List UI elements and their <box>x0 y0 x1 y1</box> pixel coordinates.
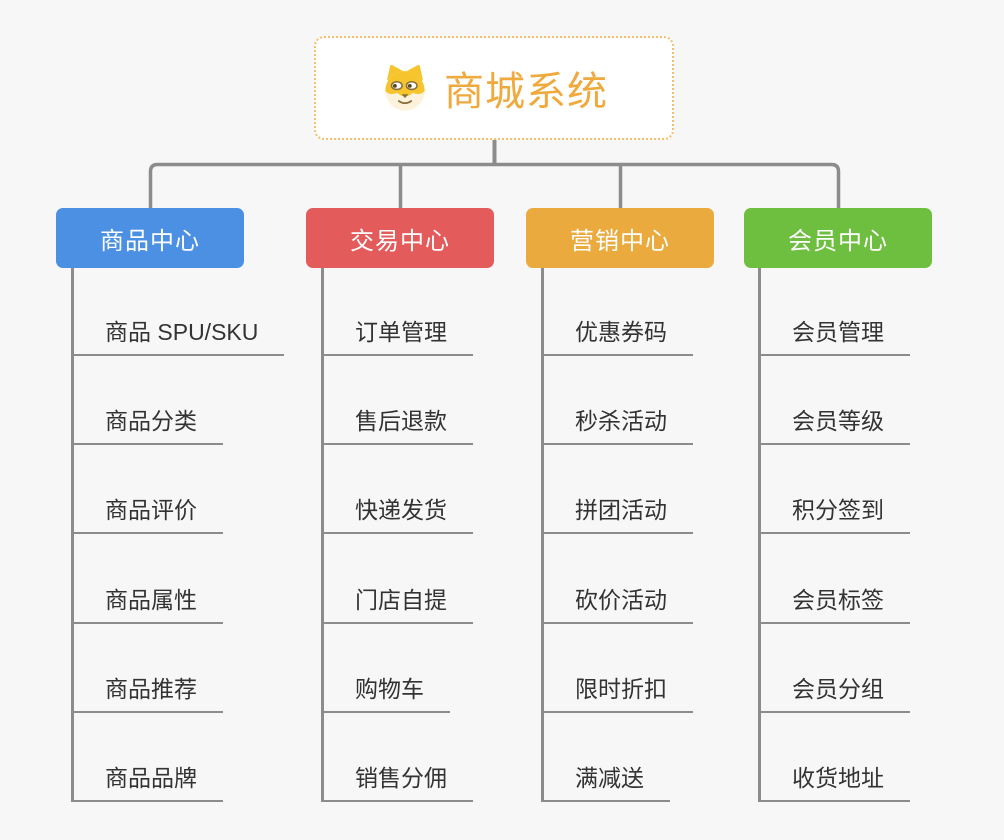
leaf-item[interactable]: 订单管理 <box>321 319 473 356</box>
leaf-item[interactable]: 砍价活动 <box>541 587 693 624</box>
branch-label: 交易中心 <box>350 227 450 255</box>
leaf-item[interactable]: 满减送 <box>541 765 670 802</box>
branch-node-trade-center[interactable]: 交易中心 <box>306 208 494 268</box>
leaf-item[interactable]: 秒杀活动 <box>541 408 693 445</box>
branch-drop-line <box>71 268 74 800</box>
branch-drop-line <box>541 268 544 800</box>
leaf-item[interactable]: 会员标签 <box>758 587 910 624</box>
branch-drop-line <box>758 268 761 800</box>
branch-node-product-center[interactable]: 商品中心 <box>56 208 244 268</box>
leaf-item[interactable]: 快递发货 <box>321 497 473 534</box>
leaf-item[interactable]: 门店自提 <box>321 587 473 624</box>
branch-node-marketing-center[interactable]: 营销中心 <box>526 208 714 268</box>
leaf-item[interactable]: 商品评价 <box>71 497 223 534</box>
leaf-item[interactable]: 购物车 <box>321 676 450 713</box>
branch-drop-line <box>321 268 324 800</box>
leaf-item[interactable]: 优惠券码 <box>541 319 693 356</box>
leaf-item[interactable]: 商品推荐 <box>71 676 223 713</box>
branch-label: 会员中心 <box>788 227 888 255</box>
leaf-item[interactable]: 收货地址 <box>758 765 910 802</box>
leaf-item[interactable]: 拼团活动 <box>541 497 693 534</box>
leaf-item[interactable]: 销售分佣 <box>321 765 473 802</box>
branch-node-member-center[interactable]: 会员中心 <box>744 208 932 268</box>
leaf-item[interactable]: 限时折扣 <box>541 676 693 713</box>
leaf-item[interactable]: 会员管理 <box>758 319 910 356</box>
branch-label: 商品中心 <box>100 227 200 255</box>
leaf-item[interactable]: 商品属性 <box>71 587 223 624</box>
leaf-item[interactable]: 商品分类 <box>71 408 223 445</box>
leaf-item[interactable]: 商品品牌 <box>71 765 223 802</box>
leaf-item[interactable]: 售后退款 <box>321 408 473 445</box>
root-node[interactable]: 商城系统 <box>314 36 674 140</box>
branch-label: 营销中心 <box>570 227 670 255</box>
root-title: 商城系统 <box>444 70 608 114</box>
dog-face-icon <box>380 63 430 113</box>
leaf-item[interactable]: 积分签到 <box>758 497 910 534</box>
leaf-item[interactable]: 商品 SPU/SKU <box>71 319 285 356</box>
leaf-item[interactable]: 会员等级 <box>758 408 910 445</box>
leaf-item[interactable]: 会员分组 <box>758 676 910 713</box>
